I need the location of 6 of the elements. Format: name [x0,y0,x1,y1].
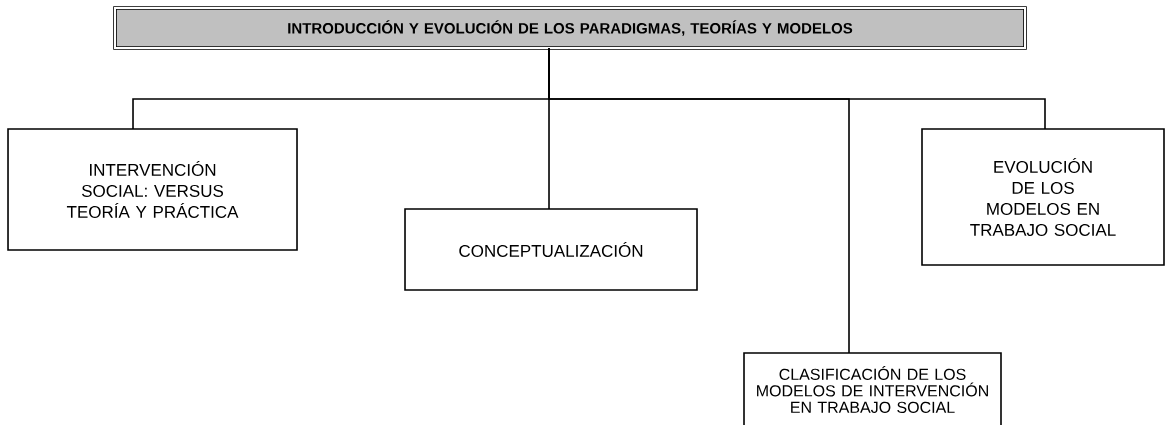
topic-box: CONCEPTUALIZACIÓN [404,208,698,291]
topic-box: CLASIFICACIÓN DE LOS MODELOS DE INTERVENCIÓN EN TRABAJO SOCIAL [743,352,1002,425]
title-box: INTRODUCCIÓN Y EVOLUCIÓN DE LOS PARADIGMAS, TEORÍAS Y MODELOS [113,6,1027,50]
connector-line [548,47,850,354]
topic-box: EVOLUCIÓN DE LOS MODELOS EN TRABAJO SOCIAL [921,128,1165,266]
topic-box: INTERVENCIÓN SOCIAL: VERSUS TEORÍA Y PRÁCTICA [7,128,298,251]
